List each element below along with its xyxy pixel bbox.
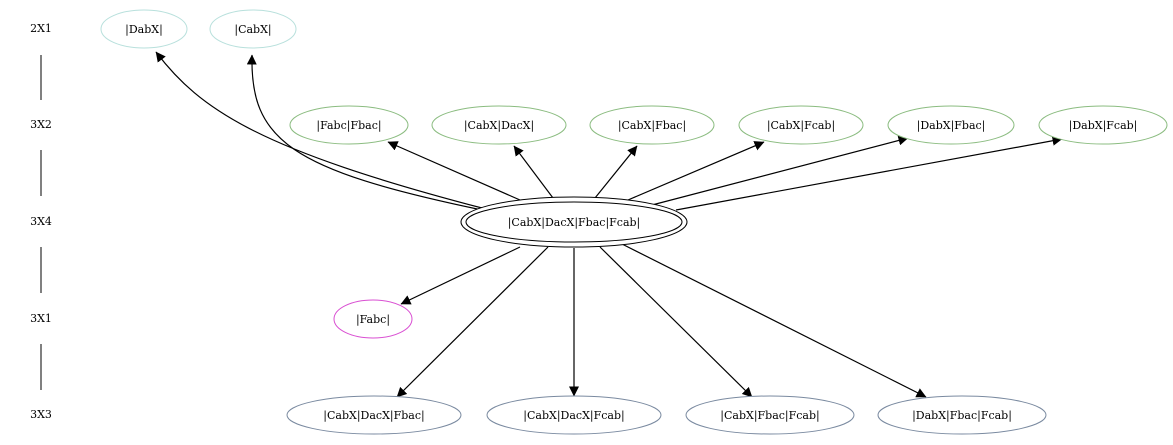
node-label: |DabX| [125,23,163,37]
node-shape [589,105,715,145]
rank-label-3x2: 3X2 [30,118,52,131]
node-label: |DabX|Fbac| [917,119,986,133]
node-label: |CabX|Fbac| [618,119,686,133]
node-label: |DabX|Fcab| [1069,119,1138,133]
edge-to-cabx-dacx [513,145,554,199]
node-label: |CabX|Fbac|Fcab| [720,409,819,423]
node-dabx-fcab: |DabX|Fcab| [1038,105,1168,145]
node-fabc-fbac: |Fabc|Fbac| [289,105,409,145]
edge-to-dabx [155,51,483,209]
node-label: |CabX|DacX|Fbac|Fcab| [508,216,641,230]
edge-to-cabx-fbac [594,145,638,199]
node-shape [289,105,409,145]
rank-label-3x3: 3X3 [30,408,52,421]
node-cabx-fbac: |CabX|Fbac| [589,105,715,145]
edge-to-cabx-fbac-fcab [599,246,753,398]
node-fabc: |Fabc| [333,299,413,339]
edge-to-cabx [246,54,483,211]
edge-to-dabx-fcab [675,135,1063,211]
node-shape [486,395,662,435]
node-cabx-dacx-fcab: |CabX|DacX|Fcab| [486,395,662,435]
node-cabx: |CabX| [209,9,297,49]
node-label: |DabX|Fbac|Fcab| [912,409,1012,423]
node-cabx-fcab: |CabX|Fcab| [738,105,864,145]
edge-to-fabc-fbac [387,141,521,201]
node-cabx-dacx: |CabX|DacX| [431,105,567,145]
node-shape [887,105,1015,145]
node-cabx-fbac-fcab: |CabX|Fbac|Fcab| [685,395,855,435]
rank-label-3x1: 3X1 [30,312,52,325]
rank-label-3x4: 3X4 [30,215,52,228]
node-shape [286,395,462,435]
node-label: |CabX|Fcab| [767,119,835,133]
edge-to-cabx-dacx-fbac [396,246,549,398]
rank-axis: 2X1 3X2 3X4 3X1 3X3 [30,22,52,421]
node-shape [1038,105,1168,145]
node-shape [100,9,188,49]
node-label: |CabX|DacX|Fbac| [323,409,424,423]
edge-to-dabx-fbac-fcab [621,243,927,398]
node-label: |Fabc|Fbac| [316,119,381,133]
node-dabx-fbac-fcab: |DabX|Fbac|Fcab| [877,395,1047,435]
edge-to-cabx-fcab [627,141,765,201]
node-shape [738,105,864,145]
node-shape [333,299,413,339]
node-shape-outer [460,196,688,248]
node-shape [431,105,567,145]
nodes: |DabX| |CabX| |Fabc|Fbac| |CabX|DacX| |C… [100,9,1168,435]
edge-to-fabc [400,246,521,305]
node-dabx: |DabX| [100,9,188,49]
node-label: |CabX|DacX| [464,119,534,133]
node-label: |CabX| [234,23,271,37]
node-shape-inner [465,201,683,243]
node-shape [209,9,297,49]
node-cabx-dacx-fbac: |CabX|DacX|Fbac| [286,395,462,435]
node-label: |CabX|DacX|Fcab| [523,409,624,423]
edges [155,51,1063,398]
node-shape [877,395,1047,435]
node-center: |CabX|DacX|Fbac|Fcab| [460,196,688,248]
node-shape [685,395,855,435]
edge-to-dabx-fbac [651,135,909,206]
node-label: |Fabc| [356,313,390,327]
node-dabx-fbac: |DabX|Fbac| [887,105,1015,145]
rank-label-2x1: 2X1 [30,22,52,35]
